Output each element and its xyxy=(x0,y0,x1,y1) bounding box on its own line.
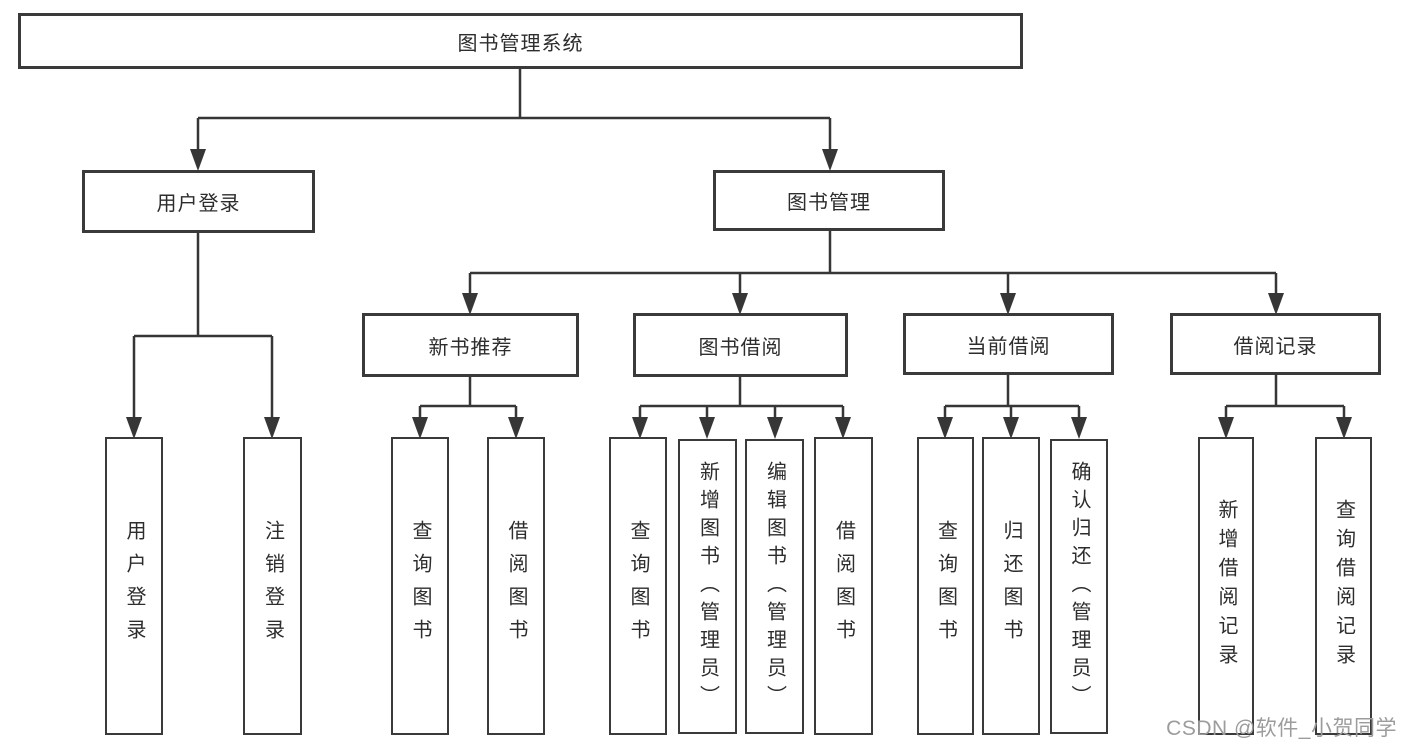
leaf-label: 确认归还（管理员） xyxy=(1068,460,1090,713)
leaf-query-books-bb: 查询图书 xyxy=(609,437,667,735)
leaf-add-borrow-record: 新增借阅记录 xyxy=(1198,437,1254,735)
leaf-user-login: 用户登录 xyxy=(105,437,163,735)
node-label: 借阅记录 xyxy=(1233,335,1318,358)
leaf-label: 注销登录 xyxy=(261,520,284,652)
leaf-label: 归还图书 xyxy=(1000,520,1022,652)
leaf-label: 查询图书 xyxy=(934,520,957,652)
leaf-add-books-admin: 新增图书（管理员） xyxy=(678,439,737,734)
leaf-edit-books-admin: 编辑图书（管理员） xyxy=(745,439,804,734)
leaf-label: 借阅图书 xyxy=(505,520,527,652)
leaf-query-borrow-record: 查询借阅记录 xyxy=(1315,437,1372,735)
leaf-label: 新增借阅记录 xyxy=(1215,499,1237,673)
node-book-management: 图书管理 xyxy=(713,170,945,231)
node-user-login: 用户登录 xyxy=(82,170,315,233)
leaf-query-books-cb: 查询图书 xyxy=(917,437,974,735)
leaf-borrow-books-rec: 借阅图书 xyxy=(487,437,545,735)
node-library-management-system: 图书管理系统 xyxy=(18,13,1023,69)
leaf-label: 查询图书 xyxy=(409,520,431,652)
node-label: 图书管理系统 xyxy=(457,32,584,55)
node-label: 用户登录 xyxy=(156,193,241,215)
leaf-query-books-rec: 查询图书 xyxy=(391,437,449,735)
node-label: 图书借阅 xyxy=(698,336,783,359)
arrowhead-icons xyxy=(126,149,1352,439)
leaf-label: 查询借阅记录 xyxy=(1332,499,1355,673)
leaf-label: 用户登录 xyxy=(123,520,145,652)
node-book-borrowing: 图书借阅 xyxy=(633,313,848,377)
node-label: 当前借阅 xyxy=(966,335,1051,358)
leaf-logout: 注销登录 xyxy=(243,437,302,735)
leaf-label: 新增图书（管理员） xyxy=(696,460,719,713)
leaf-label: 查询图书 xyxy=(627,520,649,652)
node-label: 新书推荐 xyxy=(428,336,513,359)
leaf-label: 借阅图书 xyxy=(832,520,855,652)
node-label: 图书管理 xyxy=(787,192,871,214)
leaf-borrow-books-bb: 借阅图书 xyxy=(814,437,873,735)
leaf-label: 编辑图书（管理员） xyxy=(763,460,786,713)
csdn-watermark: CSDN @软件_小贺同学 xyxy=(1166,717,1397,740)
leaf-confirm-return-admin: 确认归还（管理员） xyxy=(1050,439,1108,734)
node-borrowing-records: 借阅记录 xyxy=(1170,313,1381,375)
node-current-borrowing: 当前借阅 xyxy=(903,313,1114,375)
node-new-book-recommendation: 新书推荐 xyxy=(362,313,579,377)
leaf-return-books: 归还图书 xyxy=(982,437,1040,735)
